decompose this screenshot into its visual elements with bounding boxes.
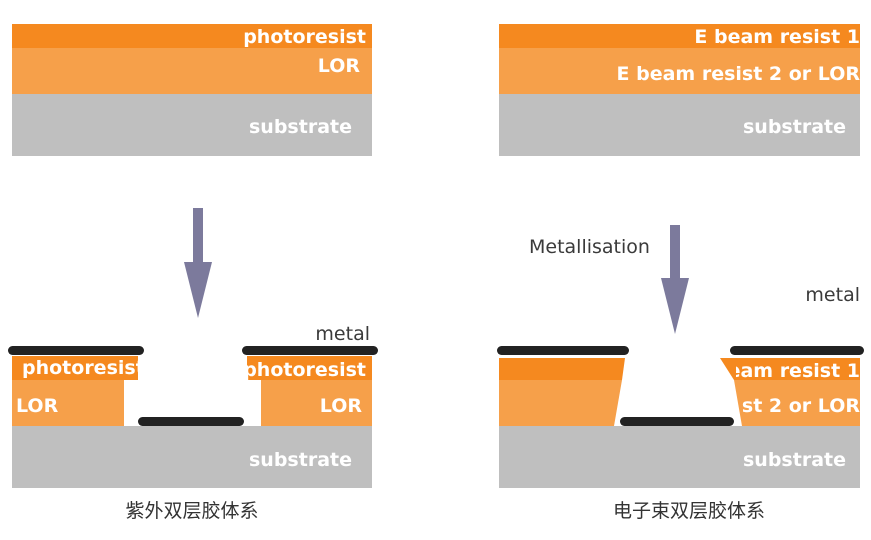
metal-layer-left [497, 346, 629, 355]
left-processed-stack: photoresist photoresist LOR LOR substrat… [8, 323, 378, 488]
lor-label-left: LOR [16, 395, 59, 417]
substrate-layer [12, 426, 372, 488]
ebeam-resist1-layer [499, 24, 860, 48]
substrate-label: substrate [743, 449, 846, 471]
substrate-label: substrate [743, 116, 846, 138]
ebeam-resist2-right [734, 380, 860, 426]
metal-layer-center [620, 417, 734, 426]
right-initial-stack: E beam resist 1 E beam resist 2 or LOR s… [499, 24, 860, 156]
photoresist-layer-left [12, 356, 138, 380]
lor-layer-left [12, 380, 124, 426]
lor-label: LOR [318, 55, 361, 77]
ebeam-resist1-left [499, 358, 625, 380]
photoresist-layer-right [247, 356, 372, 380]
metal-label-top: metal [805, 284, 860, 306]
lor-label-right: LOR [320, 395, 363, 417]
ebeam-resist1-right [720, 358, 860, 380]
lor-layer [12, 48, 372, 94]
substrate-layer [12, 94, 372, 156]
ebeam-resist1-label: E beam resist 1 [694, 360, 860, 382]
metal-layer-right [730, 346, 864, 355]
photoresist-label: photoresist [243, 26, 366, 48]
left-initial-stack: photoresist LOR substrate [12, 24, 372, 156]
metal-label: metal [315, 323, 370, 345]
ebeam-resist2-label: E beam resist 2 or LOR [617, 395, 861, 417]
ebeam-resist2-left [499, 380, 622, 426]
metal-layer-right [242, 346, 378, 355]
ebeam-resist1-label: E beam resist 1 [694, 26, 860, 48]
substrate-label: substrate [249, 449, 352, 471]
photoresist-label-right: photoresist [243, 359, 366, 381]
metallisation-label: Metallisation [529, 236, 650, 258]
photoresist-layer [12, 24, 372, 48]
process-arrow-left [184, 208, 212, 318]
substrate-layer [499, 94, 860, 156]
lor-layer-right [261, 380, 372, 426]
ebeam-resist2-label: E beam resist 2 or LOR [617, 63, 861, 85]
ebeam-resist2-layer [499, 48, 860, 94]
process-arrow-right [661, 225, 689, 334]
left-caption: 紫外双层胶体系 [125, 500, 258, 522]
photoresist-label-left: photoresist [22, 357, 145, 379]
right-caption: 电子束双层胶体系 [613, 500, 765, 522]
substrate-label: substrate [249, 116, 352, 138]
substrate-layer [499, 426, 860, 488]
right-processed-stack: E beam resist 1 E beam resist 2 or LOR s… [497, 346, 864, 488]
metal-layer-left [8, 346, 144, 355]
metal-layer-center [138, 417, 244, 426]
